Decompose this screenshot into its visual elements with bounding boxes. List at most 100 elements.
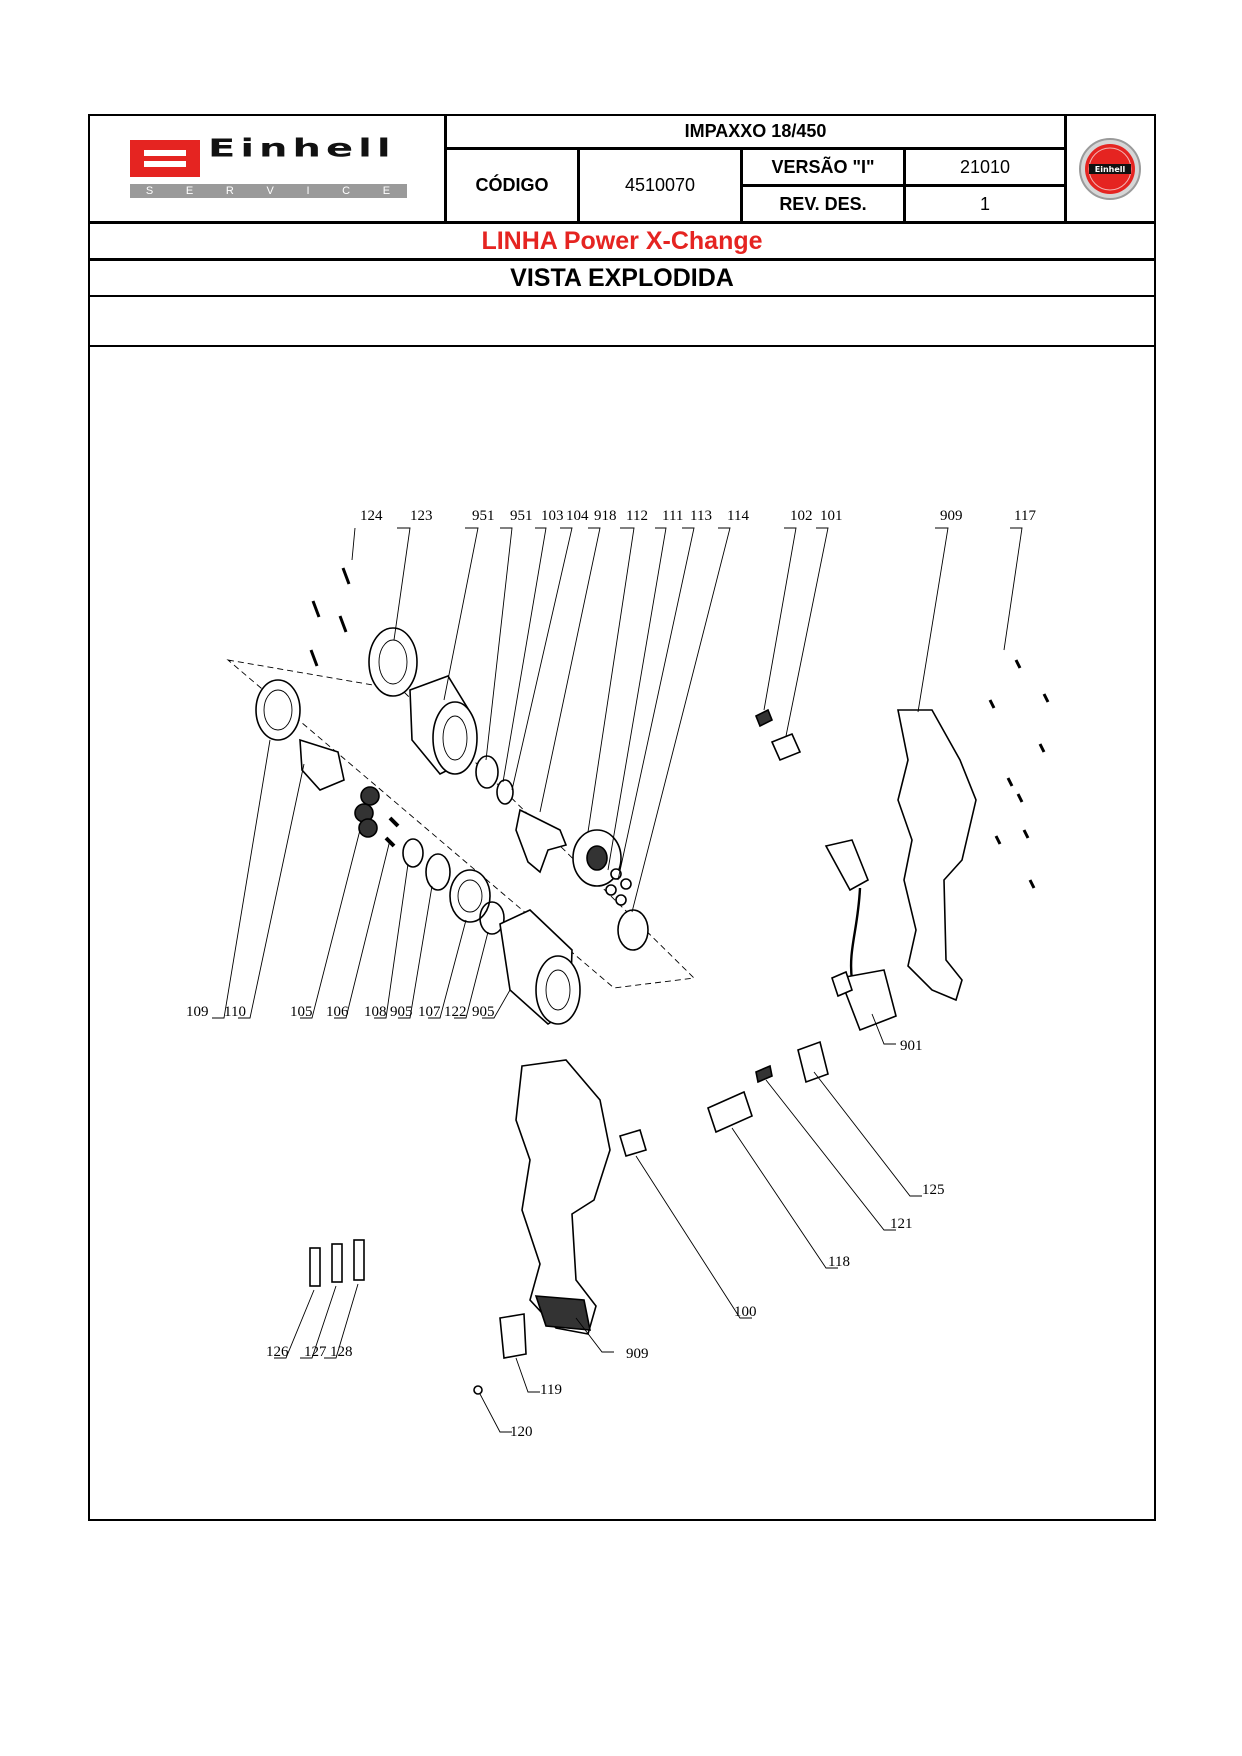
part-111-balls [605,868,632,906]
part-901-switch [824,839,870,892]
label-117: 117 [1014,508,1036,524]
label-100: 100 [734,1304,757,1320]
part-918-anvil [515,808,568,874]
part-100-selector [619,1129,647,1157]
part-106-pins [384,816,400,848]
label-120: 120 [510,1424,533,1440]
label-951: 951 [472,508,495,524]
part-909-battery-foot [534,1295,591,1331]
label-121: 121 [890,1216,913,1232]
seal-text: Einhell [1095,165,1126,174]
service-letter: V [266,185,275,197]
rev-value: 1 [979,193,990,214]
label-106: 106 [326,1004,349,1020]
leader-lines [212,527,1023,1433]
part-110-spindle [299,738,345,791]
label-108: 108 [364,1004,387,1020]
versao-value: 21010 [906,150,1064,187]
label-111: 111 [662,508,683,524]
label-110: 110 [224,1004,246,1020]
label-909: 909 [940,508,963,524]
part-118-button [707,1090,753,1134]
part-122-oring [479,901,505,935]
view-title: VISTA EXPLODIDA [90,261,1154,297]
service-letter: I [306,185,311,197]
part-125-terminal [797,1040,829,1084]
label-102: 102 [790,508,813,524]
part-motor-shaft [545,969,571,1011]
part-119-clip [499,1313,527,1359]
part-126 [309,1247,321,1287]
part-901-connector [831,970,853,998]
label-918: 918 [594,508,617,524]
seal-cell: Einhell [1064,116,1154,221]
notes-row [90,297,1154,347]
part-112-hammer-center [586,845,608,871]
brand-word: Einhell [208,134,396,163]
label-124: 124 [360,508,383,524]
part-102-clip [754,708,774,728]
part-101-switch-cap [770,732,802,762]
label-125: 125 [922,1182,945,1198]
part-901-wires [849,887,862,981]
label-105: 105 [290,1004,313,1020]
label-101: 101 [820,508,843,524]
part-107-ring-gear [449,869,491,923]
part-951-bearing [475,755,499,789]
part-121-spacer [755,1064,773,1084]
label-109: 109 [186,1004,209,1020]
part-108-washer [402,838,424,868]
label-901: 901 [900,1038,923,1054]
part-105-planet-gears [354,786,380,838]
part-123-collar-inner [378,639,408,685]
part-951-housing-bore [442,715,468,761]
part-109-spring-inner [263,689,293,731]
label-113: 113 [690,508,712,524]
part-123-collar [368,627,418,697]
label-905: 905 [390,1004,413,1020]
codigo-value: 4510070 [580,150,743,221]
label-951: 951 [510,508,533,524]
part-909-housing-right [897,709,977,1002]
label-128: 128 [330,1344,353,1360]
label-909: 909 [626,1346,649,1362]
service-letter: C [342,185,352,197]
label-112: 112 [626,508,648,524]
part-128 [353,1239,365,1281]
brand-service-bar: S E R V I C E [130,184,407,198]
label-103: 103 [541,508,564,524]
model-title: IMPAXXO 18/450 [447,116,1064,150]
label-107: 107 [418,1004,441,1020]
label-104: 104 [566,508,589,524]
einhell-mark-icon [130,140,200,177]
part-901-module [838,969,897,1032]
part-114-ring [617,909,649,951]
versao-label: VERSÃO "I" [743,150,906,187]
service-letter: E [382,185,392,197]
label-114: 114 [727,508,749,524]
part-motor-front [535,955,581,1025]
rev-label: REV. DES. [743,187,906,221]
label-905: 905 [472,1004,495,1020]
label-127: 127 [304,1344,327,1360]
part-107-ring-gear-inner [457,879,483,913]
service-letter: S [145,185,155,197]
label-123: 123 [410,508,433,524]
part-109-spring [255,679,301,741]
part-120-screw [473,1385,483,1395]
part-905-ring [425,853,451,891]
screw-set-117 [988,659,1050,889]
product-line-title: LINHA Power X-Change [90,224,1154,261]
title-block-fields: IMPAXXO 18/450 CÓDIGO 4510070 VERSÃO "I"… [447,116,1064,221]
label-118: 118 [828,1254,850,1270]
screw-set-124 [309,567,351,667]
part-127 [331,1243,343,1283]
label-126: 126 [266,1344,289,1360]
part-103-washer [496,779,514,805]
title-block: Einhell S E R V I C E IMPAXXO 18/450 CÓD… [90,116,1154,224]
logo-cell: Einhell S E R V I C E [90,116,447,221]
codigo-label: CÓDIGO [447,150,580,221]
service-letter: E [185,185,195,197]
drawing-sheet: Einhell S E R V I C E IMPAXXO 18/450 CÓD… [88,114,1156,1521]
